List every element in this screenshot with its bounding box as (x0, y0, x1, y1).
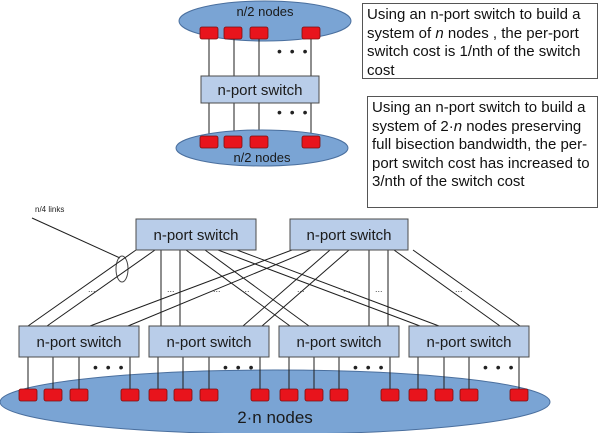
leaf-switch-1 (18, 325, 140, 358)
note2-text-a: Using an n-port switch to build a system… (372, 99, 586, 135)
leaf-switch-3-label: n-port switch (296, 334, 381, 351)
top-node-group-label: n/2 nodes (236, 4, 294, 19)
leaf-switch-1-label: n-port switch (36, 334, 121, 351)
top-switch-links (208, 35, 312, 138)
link-ellipsis: ... (297, 284, 305, 294)
leaf-switch-2-label: n-port switch (166, 334, 251, 351)
port-ellipsis: • • • (93, 359, 125, 375)
leaf-switch-4-label: n-port switch (426, 334, 511, 351)
link-ellipsis: ... (167, 284, 175, 294)
spine-switch-1 (135, 218, 257, 251)
port (223, 135, 243, 149)
ellipsis: • • • (277, 43, 309, 59)
port (249, 26, 269, 40)
link-ellipsis: ... (242, 284, 250, 294)
port-ellipsis: • • • (483, 359, 515, 375)
all-nodes-group (0, 369, 551, 433)
top-switch (200, 75, 320, 104)
links-pointer (31, 217, 121, 259)
note-single-switch: Using an n-port switch to build a system… (362, 3, 598, 79)
port (199, 135, 219, 149)
top-switch-label: n-port switch (217, 82, 302, 99)
spine-switch-2 (289, 218, 409, 251)
note-two-level: Using an n-port switch to build a system… (367, 96, 598, 208)
link-ellipsis: ... (375, 284, 383, 294)
all-nodes-label: 2·n nodes (237, 408, 313, 427)
link-ellipsis: ... (213, 284, 221, 294)
port (301, 135, 321, 149)
note2-italic: n (453, 117, 463, 135)
link-ellipsis: ... (343, 284, 351, 294)
leaf-port-links (27, 357, 520, 390)
node-ports (18, 388, 529, 402)
note1-text-a: Using an n-port switch to build a system… (367, 6, 581, 42)
note1-text-b: nodes , the per-port switch cost is 1/nt… (367, 24, 581, 79)
port (301, 26, 321, 40)
port (249, 135, 269, 149)
note1-italic: n (435, 24, 444, 42)
bottom-diagram: n/4 links (0, 205, 551, 433)
spine-switch-2-label: n-port switch (306, 227, 391, 244)
top-diagram: n/2 nodes • • • n-port switch • • • n/2 … (175, 0, 352, 167)
link-ellipsis: ... (455, 284, 463, 294)
bottom-node-group-label: n/2 nodes (233, 150, 291, 165)
ellipsis: • • • (277, 104, 309, 120)
port (223, 26, 243, 40)
leaf-switch-3 (278, 325, 400, 358)
port-ellipsis: • • • (353, 359, 385, 375)
port (199, 26, 219, 40)
leaf-switch-4 (408, 325, 530, 358)
link-ellipsis: ... (88, 284, 96, 294)
links-label: n/4 links (35, 205, 64, 214)
spine-links (27, 249, 521, 327)
leaf-switch-2 (148, 325, 270, 358)
note2-text-b: nodes preserving full bisection bandwidt… (372, 117, 590, 191)
port-ellipsis: • • • (223, 359, 255, 375)
spine-switch-1-label: n-port switch (153, 227, 238, 244)
